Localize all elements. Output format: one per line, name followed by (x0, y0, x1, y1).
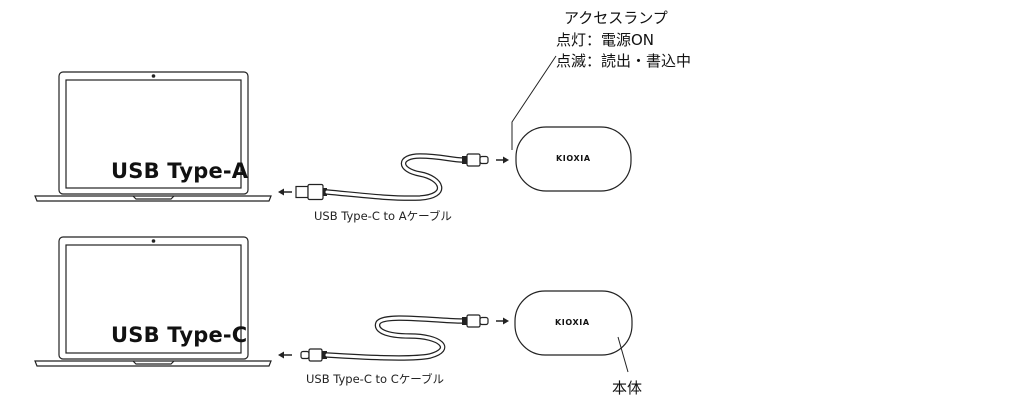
device-top-brand-logo: KIOXIA (556, 154, 591, 163)
usb-c-plug-tip-right (479, 316, 489, 326)
cable-c-label: USB Type-C to Cケーブル (306, 372, 445, 386)
ssd-device-top (515, 126, 632, 192)
arrow-right-icon (503, 156, 509, 164)
laptop-a-screen (65, 79, 242, 189)
arrow-right-icon (503, 317, 509, 325)
usb-c-plug-tip-a (479, 155, 489, 165)
access-lamp-title: アクセスランプ (564, 9, 668, 27)
laptop-c-base (34, 360, 272, 367)
access-lamp-lit-text: 点灯：電源ON (556, 31, 655, 49)
cable-a-label: USB Type-C to Aケーブル (314, 209, 452, 223)
arrow-left-icon (278, 351, 284, 359)
laptop-usb-type-a (34, 71, 272, 202)
laptop-c-screen-label: USB Type-C (111, 323, 248, 347)
laptop-a-camera-icon (151, 74, 156, 78)
cable-type-c-to-c (278, 314, 509, 362)
laptop-a-notch (132, 195, 175, 200)
usb-c-plug-housing-a (466, 153, 481, 167)
usb-c-plug-housing-right (466, 314, 481, 328)
usb-a-plug-metal (295, 185, 309, 199)
laptop-a-screen-label: USB Type-A (111, 159, 249, 183)
device-label: 本体 (612, 379, 643, 397)
ssd-device-bottom (514, 290, 633, 356)
device-bottom-brand-logo: KIOXIA (555, 318, 590, 327)
device-leader-line (617, 336, 629, 373)
access-lamp-leader-line (511, 55, 557, 150)
usb-c-strain-relief-a (462, 156, 467, 164)
usb-c-plug-tip-left (300, 350, 310, 360)
usb-c-strain-relief-right (462, 317, 467, 325)
laptop-c-camera-icon (151, 239, 156, 243)
laptop-a-lid (58, 71, 249, 195)
cable-a-cord (324, 153, 465, 201)
laptop-c-lid (58, 236, 249, 360)
laptop-c-notch (132, 360, 175, 365)
laptop-a-base (34, 195, 272, 202)
usb-c-plug-housing-left (308, 348, 323, 362)
usb-a-plug-housing (307, 183, 324, 201)
access-lamp-blinking-text: 点滅：読出・書込中 (556, 52, 692, 70)
cable-type-c-to-a (278, 153, 509, 201)
arrow-left-icon (278, 188, 284, 196)
laptop-c-screen (65, 244, 242, 354)
laptop-usb-type-c (34, 236, 272, 367)
